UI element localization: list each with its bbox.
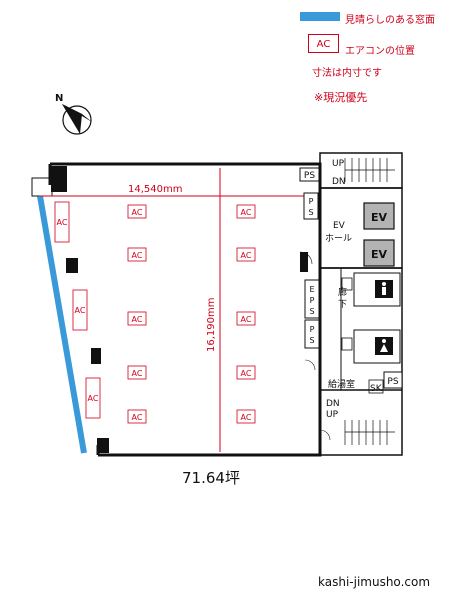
svg-text:P: P bbox=[310, 325, 315, 334]
door-swings bbox=[299, 251, 331, 441]
svg-text:AC: AC bbox=[57, 218, 68, 227]
ev-hall-label-1: EV bbox=[333, 221, 346, 231]
svg-text:S: S bbox=[308, 208, 313, 217]
svg-text:AC: AC bbox=[132, 369, 143, 378]
core-walls bbox=[319, 152, 403, 456]
svg-text:AC: AC bbox=[241, 413, 252, 422]
width-dimension: 14,540mm bbox=[128, 184, 182, 195]
stairs-top-up: UP bbox=[332, 159, 345, 169]
elevators: EV EV bbox=[363, 202, 395, 267]
stairs-bottom-up: UP bbox=[326, 410, 339, 420]
sk-box bbox=[368, 379, 384, 394]
stairs-top bbox=[344, 158, 395, 182]
ac-grid: AC AC AC AC AC AC AC AC AC AC bbox=[127, 204, 256, 424]
legend-dimension-note: 寸法は内寸です bbox=[312, 68, 382, 79]
facade-ac-units: AC AC AC bbox=[54, 201, 101, 419]
svg-text:AC: AC bbox=[132, 251, 143, 260]
legend-priority-note: ※現況優先 bbox=[314, 91, 368, 104]
stairs-top-dn: DN bbox=[332, 177, 346, 187]
svg-text:AC: AC bbox=[317, 39, 331, 50]
svg-text:AC: AC bbox=[241, 251, 252, 260]
svg-text:AC: AC bbox=[75, 306, 86, 315]
svg-text:AC: AC bbox=[132, 315, 143, 324]
kitchen-label: 給湯室 bbox=[328, 378, 355, 390]
view-window bbox=[37, 195, 87, 454]
legend-window-text: 見晴らしのある窓面 bbox=[345, 15, 435, 26]
svg-text:S: S bbox=[309, 336, 314, 345]
svg-text:P: P bbox=[310, 296, 315, 305]
svg-text:EV: EV bbox=[371, 248, 388, 261]
svg-text:EV: EV bbox=[371, 211, 388, 224]
svg-text:AC: AC bbox=[132, 413, 143, 422]
columns bbox=[51, 166, 308, 453]
svg-text:AC: AC bbox=[132, 208, 143, 217]
floor-area: 71.64坪 bbox=[182, 469, 240, 487]
dimension-lines bbox=[40, 168, 310, 452]
svg-text:AC: AC bbox=[241, 369, 252, 378]
corridor-label-2: 下 bbox=[338, 300, 347, 310]
corridor-label-1: 廊 bbox=[338, 286, 347, 298]
svg-text:S: S bbox=[309, 307, 314, 316]
legend-ac-text: エアコンの位置 bbox=[345, 46, 415, 57]
svg-text:E: E bbox=[309, 285, 314, 294]
stairs-bottom-dn: DN bbox=[326, 399, 340, 409]
depth-dimension: 16,190mm bbox=[206, 298, 217, 352]
legend-ac-box: AC bbox=[308, 34, 339, 53]
svg-text:PS: PS bbox=[387, 377, 398, 387]
svg-text:AC: AC bbox=[88, 394, 99, 403]
svg-text:AC: AC bbox=[241, 208, 252, 217]
toilets bbox=[341, 272, 401, 364]
svg-text:N: N bbox=[55, 93, 63, 104]
svg-text:P: P bbox=[309, 197, 314, 206]
site-url[interactable]: kashi-jimusho.com bbox=[318, 575, 431, 589]
north-arrow-icon: N bbox=[55, 93, 92, 135]
stairs-bottom bbox=[344, 420, 395, 445]
ev-hall-label-2: ホール bbox=[325, 233, 352, 244]
ps-shafts: PS P S E P S P S PS bbox=[299, 167, 403, 389]
svg-text:PS: PS bbox=[304, 171, 315, 181]
legend-window-swatch bbox=[300, 12, 340, 21]
svg-text:AC: AC bbox=[241, 315, 252, 324]
sk-label: SK bbox=[370, 384, 383, 394]
